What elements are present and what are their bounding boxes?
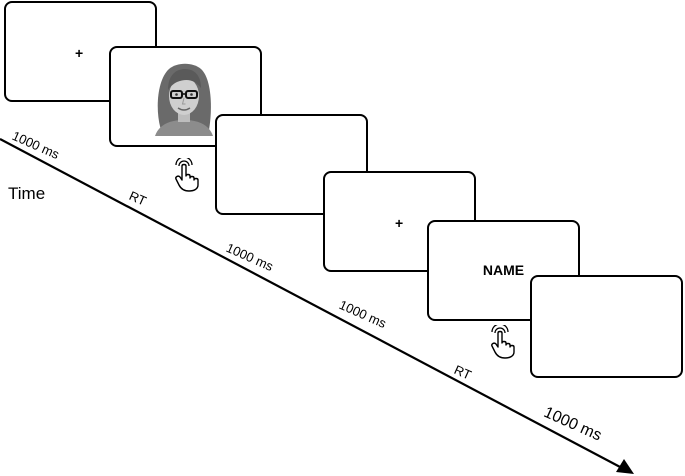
time-axis-line <box>0 138 623 469</box>
fixation-cross: + <box>75 45 84 61</box>
pointing-hand-icon <box>491 325 515 359</box>
blank-screen-2 <box>530 275 683 378</box>
face-photo <box>151 60 217 136</box>
time-label: Time <box>8 184 46 203</box>
time-axis-arrowhead <box>616 459 634 474</box>
name-stimulus-text: NAME <box>482 262 525 278</box>
pointing-hand-icon <box>175 158 199 192</box>
face-stimulus-screen <box>109 46 262 147</box>
fixation-cross: + <box>395 215 404 231</box>
